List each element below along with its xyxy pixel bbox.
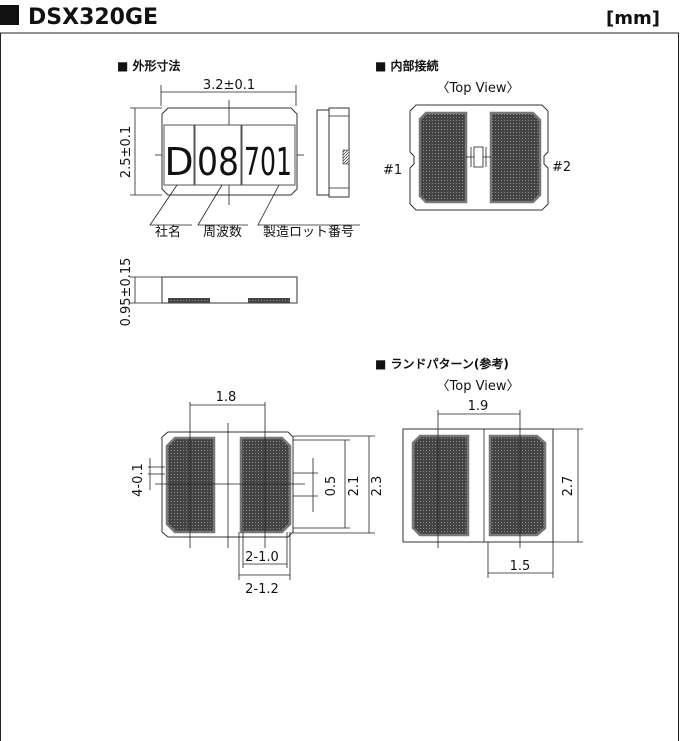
land-height-dim: 2.7 <box>561 476 576 497</box>
outline-section-title: ■ 外形寸法 <box>117 58 181 73</box>
pin2-label: #2 <box>552 160 571 175</box>
callout-company: 社名 <box>155 224 181 240</box>
marking-lot: 701 <box>244 140 292 184</box>
pad-height-dim: 2.1 <box>347 476 362 497</box>
package-top-view: D 08 701 <box>155 100 304 205</box>
callout-frequency: 周波数 <box>203 225 242 240</box>
pin1-label: #1 <box>383 163 402 178</box>
svg-text:0.95±0.15: 0.95±0.15 <box>119 258 134 327</box>
callout-leaders: 社名 周波数 製造ロット番号 <box>149 184 360 240</box>
width-dimension: 3.2±0.1 <box>160 78 297 106</box>
pad-pitch-dim: 1.8 <box>216 390 237 405</box>
notch-dim: 4-0.1 <box>131 463 146 497</box>
marking-frequency: 08 <box>197 140 239 184</box>
land-section-title: ■ ランドパターン(参考) <box>375 356 509 371</box>
title-square-icon <box>0 5 19 25</box>
pad-width-inner-dim: 2-1.0 <box>245 550 279 565</box>
land-width-dim: 1.5 <box>510 559 531 574</box>
package-profile-view: 0.95±0.15 <box>119 258 298 327</box>
land-pattern-diagram: 1.9 2.7 1.5 <box>402 399 583 578</box>
pad-width-outer-dim: 2-1.2 <box>245 582 279 597</box>
product-title: DSX320GE <box>28 5 158 30</box>
svg-text:2.5±0.1: 2.5±0.1 <box>119 126 134 178</box>
land-view-label: 〈Top View〉 <box>437 379 520 394</box>
height-dimension: 2.5±0.1 <box>119 107 162 196</box>
crystal-symbol <box>473 146 484 168</box>
internal-view-label: 〈Top View〉 <box>437 81 520 96</box>
drawing-frame <box>0 32 679 741</box>
internal-section-title: ■ 内部接続 <box>375 58 439 73</box>
package-side-view <box>316 107 350 198</box>
package-bottom-view: 1.8 4-0.1 0.5 2.1 2.3 2-1.0 2-1.2 <box>131 390 385 597</box>
unit-label: [mm] <box>606 8 660 29</box>
callout-lot-number: 製造ロット番号 <box>263 225 354 240</box>
gap-dim: 0.5 <box>324 476 339 497</box>
internal-connection-diagram: #1 #2 <box>383 104 571 211</box>
body-height-dim: 2.3 <box>370 476 385 497</box>
land-pitch-dim: 1.9 <box>468 399 489 414</box>
marking-company: D <box>164 140 193 184</box>
svg-text:3.2±0.1: 3.2±0.1 <box>203 78 255 93</box>
